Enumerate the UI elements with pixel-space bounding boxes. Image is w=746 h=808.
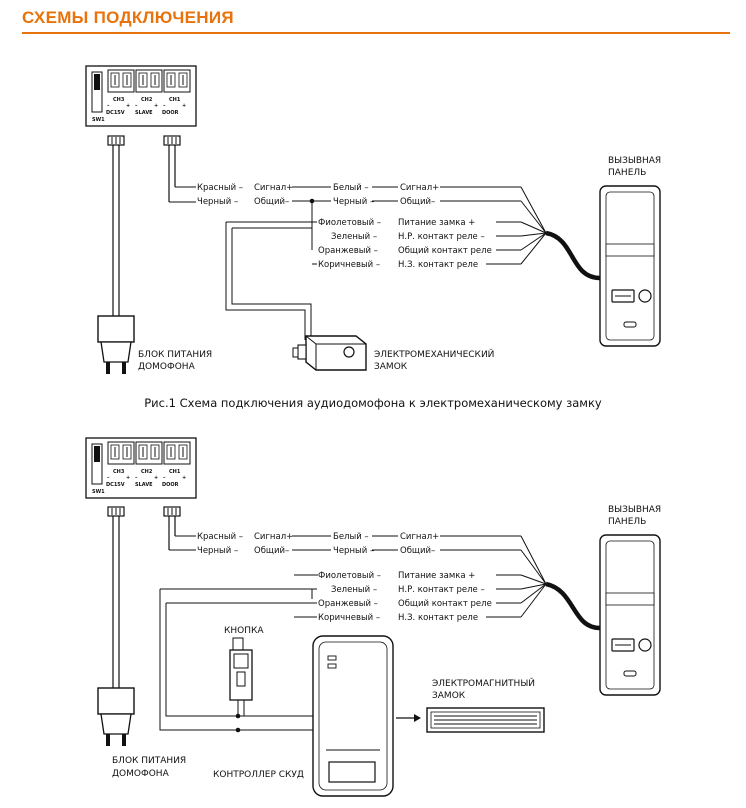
polarity-plus: +	[154, 103, 158, 109]
electromagnetic-lock	[426, 707, 545, 733]
electromechanical-lock	[292, 335, 367, 371]
ch2-label: CH2	[141, 469, 153, 475]
lock-power-plus: Питание замка +	[398, 571, 475, 581]
ch3-label: CH3	[113, 97, 125, 103]
wire-violet: Фиолетовый –	[318, 218, 381, 228]
sw-label: SW1	[92, 489, 105, 495]
sw-label: SW1	[92, 117, 105, 123]
port-slave: SLAVE	[135, 482, 153, 488]
nc-relay-contact: Н.З. контакт реле	[398, 260, 478, 270]
wire-white: Белый –	[333, 532, 369, 542]
power-supply-label-2: ДОМОФОНА	[112, 769, 170, 779]
power-supply-label-2: ДОМОФОНА	[138, 362, 196, 372]
polarity-minus: –	[135, 103, 138, 109]
port-slave: SLAVE	[135, 110, 153, 116]
polarity-plus: +	[154, 475, 158, 481]
port-door: DOOR	[162, 110, 179, 116]
power-adapter	[97, 687, 135, 715]
call-panel	[599, 534, 661, 696]
exit-button	[229, 637, 253, 701]
wire-brown: Коричневый –	[318, 260, 380, 270]
common-minus: Общий–	[254, 197, 289, 207]
polarity-plus: +	[182, 475, 186, 481]
signal-plus: Сигнал+	[254, 183, 293, 193]
diagram-2: SW1 CH3 CH2 CH1 – + – + – + DC15V SLAVE …	[85, 437, 661, 797]
signal-plus: Сигнал+	[254, 532, 293, 542]
panel-signal-plus: Сигнал+	[400, 183, 439, 193]
power-adapter	[97, 315, 135, 343]
lock-power-plus: Питание замка +	[398, 218, 475, 228]
polarity-plus: +	[126, 475, 130, 481]
ch3-label: CH3	[113, 469, 125, 475]
wire-orange: Оранжевый –	[318, 246, 378, 256]
panel-common: Общий–	[400, 197, 435, 207]
acs-controller	[312, 635, 394, 797]
button-label: КНОПКА	[224, 626, 264, 636]
polarity-plus: +	[126, 103, 130, 109]
polarity-minus: –	[107, 103, 110, 109]
port-door: DOOR	[162, 482, 179, 488]
call-panel-label-1: ВЫЗЫВНАЯ	[608, 505, 661, 515]
ch1-label: CH1	[169, 469, 181, 475]
wire-green: Зеленый –	[331, 232, 377, 242]
no-relay-contact: Н.Р. контакт реле –	[398, 232, 485, 242]
ch2-label: CH2	[141, 97, 153, 103]
wire-black-2: Черный –	[333, 197, 374, 207]
polarity-minus: –	[107, 475, 110, 481]
call-panel-label-2: ПАНЕЛЬ	[608, 517, 646, 527]
panel-signal-plus: Сигнал+	[400, 532, 439, 542]
call-panel	[599, 185, 661, 347]
polarity-minus: –	[163, 475, 166, 481]
wire-red: Красный –	[197, 532, 243, 542]
call-panel-label-1: ВЫЗЫВНАЯ	[608, 156, 661, 166]
wire-red: Красный –	[197, 183, 243, 193]
no-relay-contact: Н.Р. контакт реле –	[398, 585, 485, 595]
port-dc15v: DC15V	[106, 110, 125, 116]
common-minus: Общий–	[254, 546, 289, 556]
diagram-1: SW1 CH3 CH2 CH1 – + – + – + DC15V SLAVE …	[85, 65, 661, 410]
wire-brown: Коричневый –	[318, 613, 380, 623]
header-rule	[22, 32, 730, 34]
door-connector	[163, 135, 181, 146]
door-connector	[163, 506, 181, 517]
panel-common: Общий–	[400, 546, 435, 556]
port-dc15v: DC15V	[106, 482, 125, 488]
power-connector	[107, 506, 125, 517]
lock1-label-1: ЭЛЕКТРОМЕХАНИЧЕСКИЙ	[374, 348, 494, 360]
lock1-label-2: ЗАМОК	[374, 362, 408, 372]
common-relay-contact: Общий контакт реле	[398, 599, 492, 609]
maglock-label-2: ЗАМОК	[432, 691, 466, 701]
wire-black-2: Черный –	[333, 546, 374, 556]
wire-violet: Фиолетовый –	[318, 571, 381, 581]
page-title: СХЕМЫ ПОДКЛЮЧЕНИЯ	[22, 8, 234, 27]
polarity-plus: +	[182, 103, 186, 109]
polarity-minus: –	[135, 475, 138, 481]
wire-white: Белый –	[333, 183, 369, 193]
nc-relay-contact: Н.З. контакт реле	[398, 613, 478, 623]
maglock-label-1: ЭЛЕКТРОМАГНИТНЫЙ	[432, 677, 535, 689]
wire-black: Черный –	[197, 546, 238, 556]
polarity-minus: –	[163, 103, 166, 109]
wire-green: Зеленый –	[331, 585, 377, 595]
controller-label: КОНТРОЛЛЕР СКУД	[213, 770, 304, 780]
power-connector	[107, 135, 125, 146]
power-supply-label-1: БЛОК ПИТАНИЯ	[138, 350, 212, 360]
power-supply-label-1: БЛОК ПИТАНИЯ	[112, 756, 186, 766]
common-relay-contact: Общий контакт реле	[398, 246, 492, 256]
call-panel-label-2: ПАНЕЛЬ	[608, 168, 646, 178]
ch1-label: CH1	[169, 97, 181, 103]
wire-black: Черный –	[197, 197, 238, 207]
figure-1-caption: Рис.1 Схема подключения аудиодомофона к …	[144, 396, 602, 410]
wire-orange: Оранжевый –	[318, 599, 378, 609]
